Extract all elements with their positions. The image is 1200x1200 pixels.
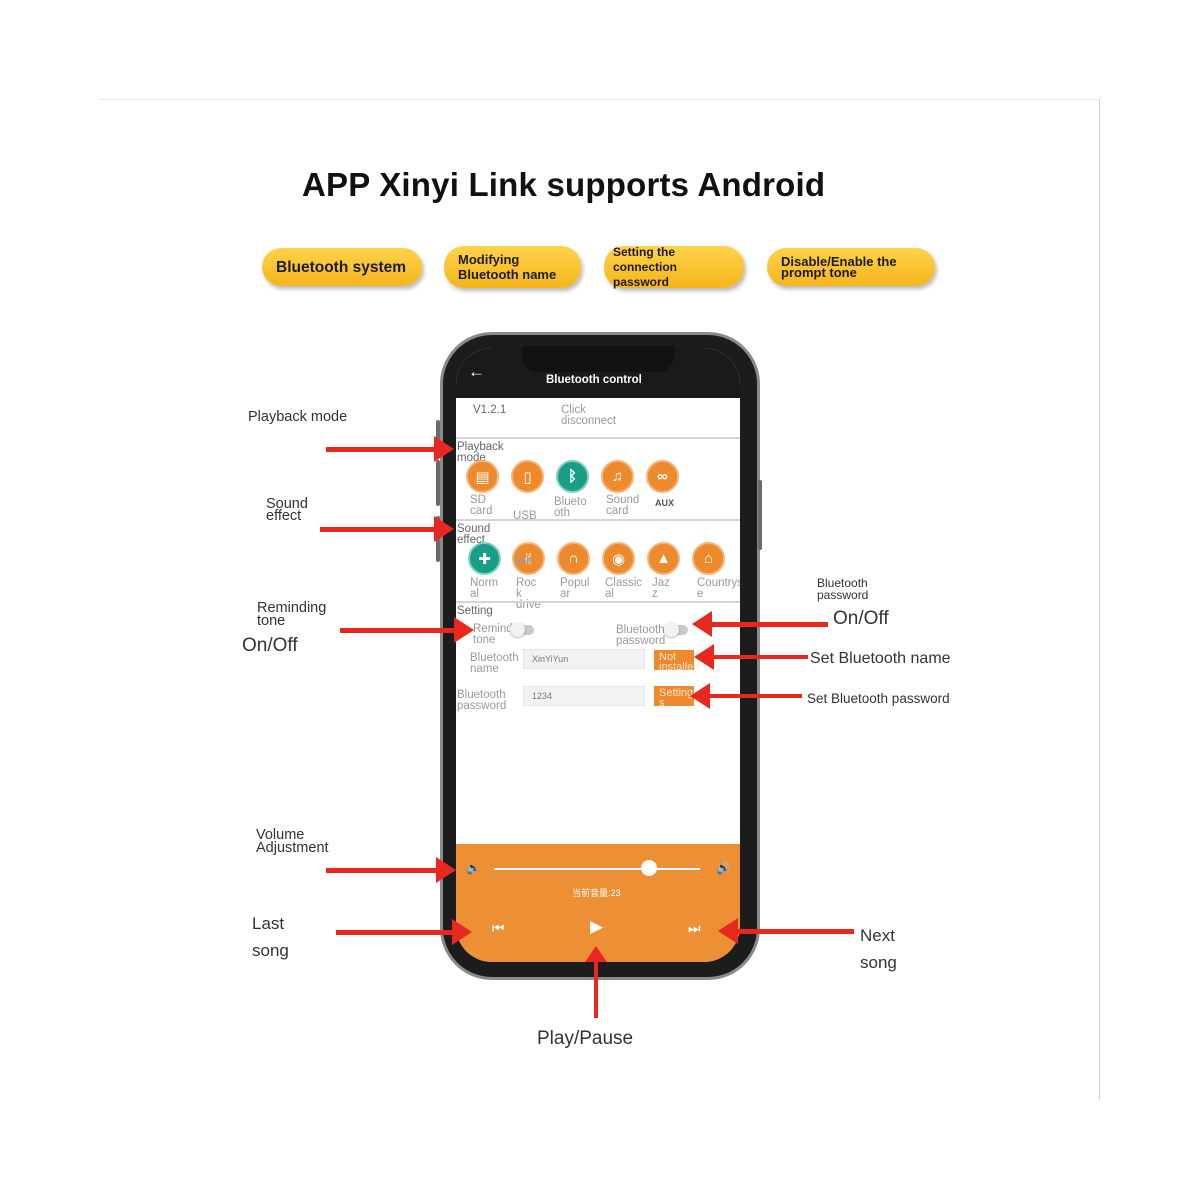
pill-prompt-tone: Disable/Enable the prompt tone	[767, 248, 935, 286]
app-header: ← Bluetooth control	[456, 348, 740, 398]
hat-icon[interactable]: ▲	[647, 542, 680, 575]
bluetooth-icon[interactable]: ᛒ	[556, 460, 589, 493]
app-header-title: Bluetooth control	[546, 374, 642, 386]
note-bt-password: Bluetooth password	[817, 576, 869, 602]
divider	[456, 437, 740, 439]
sound-effect-label-item: Popul ar	[560, 577, 590, 600]
arrow-sound-effect	[320, 516, 454, 542]
music-note-icon[interactable]: ♫	[601, 460, 634, 493]
play-icon[interactable]: ▶	[590, 917, 604, 936]
arrow-play-pause	[585, 946, 607, 1018]
aux-link-icon[interactable]: ∞	[646, 460, 679, 493]
landscape-icon[interactable]: ⌂	[692, 542, 725, 575]
playback-mode-label-item: SD card	[470, 494, 493, 517]
disc-icon[interactable]: ◉	[602, 542, 635, 575]
playback-mode-label: Playback mode	[457, 441, 504, 464]
arrow-bt-password-toggle	[692, 611, 828, 637]
pill-bluetooth-system: Bluetooth system	[262, 248, 422, 286]
volume-slider-knob[interactable]	[640, 860, 657, 876]
pill-label: Modifying Bluetooth name	[458, 252, 557, 282]
setting-label: Setting	[457, 605, 493, 617]
playback-mode-label-item: AUX	[655, 498, 675, 508]
arrow-next-song	[718, 918, 854, 944]
disconnect-button[interactable]: Click disconnect	[561, 404, 616, 427]
arrow-set-bt-password	[690, 683, 802, 709]
playback-mode-label-item: Sound card	[606, 494, 640, 517]
headphones-icon[interactable]: ∩	[557, 542, 590, 575]
note-reminding-tone: Reminding tone	[257, 600, 327, 629]
volume-mute-icon[interactable]: 🔈	[466, 861, 481, 875]
bt-name-input[interactable]: XinYiYun	[523, 649, 645, 669]
reminding-tone-label: Remindin tone	[473, 623, 522, 646]
sound-effect-label: Sound effect	[457, 523, 491, 546]
divider	[456, 519, 740, 521]
arrow-last-song	[336, 919, 472, 945]
arrow-playback-mode	[326, 436, 454, 462]
frame-right-line	[1099, 99, 1100, 1100]
current-volume-text: 当前音量:23	[572, 888, 621, 898]
note-play-pause: Play/Pause	[537, 1028, 634, 1049]
note-reminding-onoff: On/Off	[242, 635, 298, 656]
pill-connection-password: Setting the connection password	[604, 244, 744, 289]
effects-overlap-text: ash	[514, 555, 533, 567]
volume-up-icon[interactable]: 🔊	[716, 861, 731, 875]
page-title: APP Xinyi Link supports Android	[302, 166, 826, 203]
bt-password-set-button-label: Setting s	[659, 687, 694, 709]
pill-label: Setting the connection password	[613, 244, 678, 289]
playback-mode-label-item: Blueto oth	[554, 496, 587, 519]
phone-notch	[522, 346, 674, 372]
phone-volume-up	[436, 460, 440, 506]
arrow-volume	[326, 857, 456, 883]
note-bt-password-onoff: On/Off	[833, 608, 889, 629]
pill-modify-name: Modifying Bluetooth name	[444, 246, 581, 288]
phone-power-button	[758, 480, 762, 550]
note-last-song: Last song	[252, 914, 289, 960]
arrow-reminding-tone	[340, 617, 474, 643]
pill-label: Disable/Enable the prompt tone	[781, 254, 897, 280]
sound-effect-label-item: Norm al	[470, 577, 499, 600]
back-arrow-icon[interactable]: ←	[468, 362, 485, 381]
note-volume: Volume Adjustment	[256, 827, 329, 856]
player-panel: 🔈 🔊 当前音量:23 ⏮ ▶ ⏭	[456, 844, 740, 962]
bt-name-set-button[interactable]: Not installed	[654, 650, 699, 673]
note-playback-mode: Playback mode	[248, 409, 348, 425]
divider	[456, 601, 740, 603]
bt-name-set-button-label: Not installed	[659, 651, 700, 673]
next-track-icon[interactable]: ⏭	[688, 920, 701, 936]
bt-name-label: Bluetooth name	[470, 652, 519, 675]
arrow-set-bt-name	[694, 644, 808, 670]
playback-mode-label-item: USB	[513, 510, 537, 522]
sound-effect-label-item: Jaz z	[652, 577, 670, 600]
pill-label: Bluetooth system	[276, 258, 407, 276]
volume-slider-track[interactable]	[494, 868, 700, 870]
sd-card-icon[interactable]: ▤	[466, 460, 499, 493]
sound-effect-label-item: Roc k drive	[516, 577, 541, 611]
phone-screen: ← Bluetooth control V1.2.1 Click disconn…	[456, 348, 740, 962]
note-set-bt-name: Set Bluetooth name	[810, 650, 951, 667]
bt-password-toggle[interactable]	[664, 622, 688, 637]
note-sound-effect: Sound effect	[266, 496, 308, 524]
frame-top-line	[100, 99, 1100, 100]
bt-password-label: Bluetooth password	[457, 689, 507, 712]
phone-mute-switch	[436, 420, 440, 442]
sound-effect-label-item: Countrysid e	[697, 577, 740, 600]
bt-password-toggle-label: Bluetooth password	[616, 624, 666, 647]
bt-password-set-button[interactable]: Setting s	[654, 686, 694, 709]
app-version: V1.2.1	[473, 404, 507, 416]
note-next-song: Next song	[860, 926, 897, 972]
note-set-bt-password: Set Bluetooth password	[807, 691, 950, 706]
previous-track-icon[interactable]: ⏮	[492, 920, 505, 936]
rock-icon[interactable]: ✌	[512, 542, 545, 575]
usb-icon[interactable]: ▯	[511, 460, 544, 493]
normal-plus-icon[interactable]: ✚	[468, 542, 501, 575]
bt-password-input[interactable]: 1234	[523, 686, 645, 706]
reminding-tone-toggle[interactable]	[510, 622, 534, 637]
sound-effect-label-item: Classic al	[605, 577, 643, 600]
